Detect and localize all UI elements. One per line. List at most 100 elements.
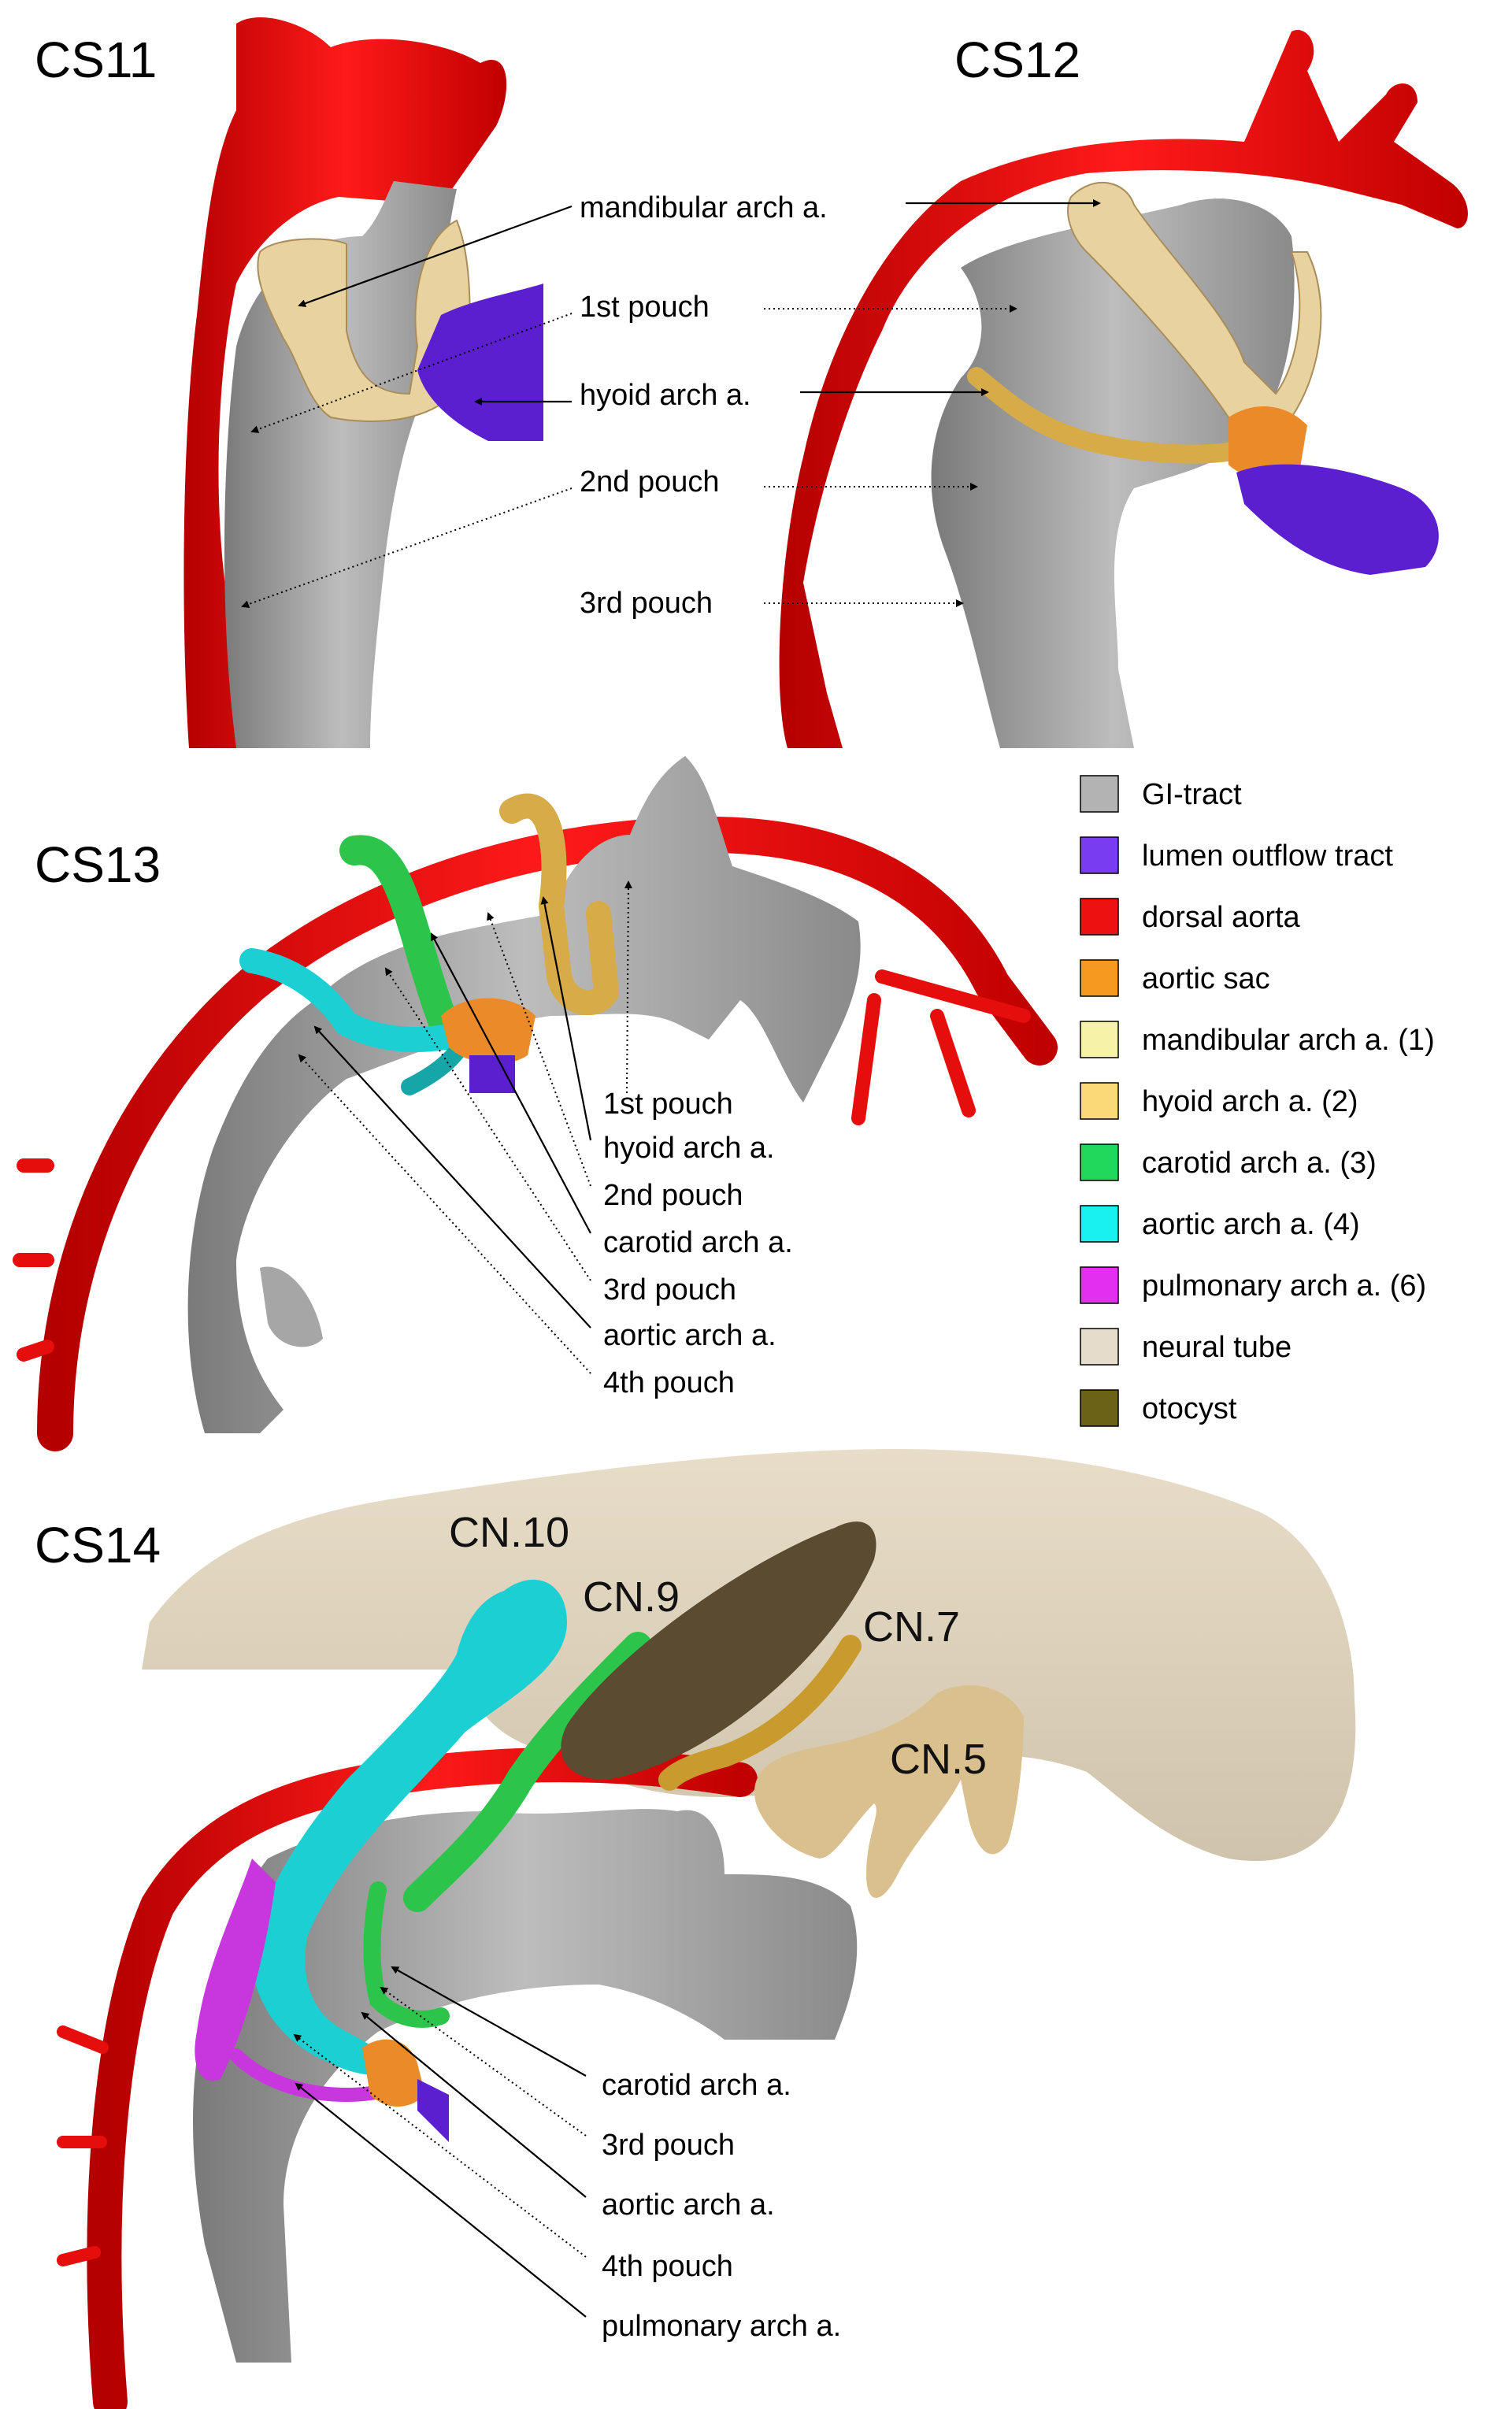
outflow-tract-shape: [1236, 464, 1439, 575]
aorta-branches: [13, 969, 1031, 1362]
panel-cs11: CS11 mandibular arch a. 1st pouch hyoid …: [35, 17, 828, 748]
legend-item: aortic arch a. (4): [1080, 1205, 1360, 1243]
outflow-tract-shape: [417, 2079, 449, 2142]
label-cn10: CN.10: [449, 1509, 569, 1556]
label-carotid-arch: carotid arch a.: [603, 1226, 793, 1259]
label-2nd-pouch: 2nd pouch: [580, 465, 720, 498]
legend-swatch: [1080, 1266, 1119, 1304]
pointer-2nd-pouch: [241, 487, 573, 609]
pointer-mandibular: [298, 205, 573, 307]
legend-swatch: [1080, 959, 1119, 997]
gi-tract-shape: [187, 756, 861, 1433]
legend-swatch: [1080, 1143, 1119, 1181]
legend-label: carotid arch a. (3): [1142, 1147, 1377, 1180]
legend-swatch: [1080, 1389, 1119, 1427]
pointer-pulmonary-cs14: [295, 2082, 587, 2318]
label-1st-pouch: 1st pouch: [603, 1088, 733, 1121]
panel-cs12: CS12: [764, 30, 1468, 749]
carotid-arch-shape: [363, 1881, 450, 2028]
legend-item: GI-tract: [1080, 775, 1242, 813]
panel-title: CS14: [35, 1517, 161, 1573]
gi-tract-shape: [193, 1809, 858, 2363]
cn7-shape: [658, 1635, 862, 1791]
label-1st-pouch: 1st pouch: [580, 291, 710, 324]
aortic-sac-shape: [362, 2039, 425, 2107]
label-hyoid-arch: hyoid arch a.: [580, 379, 751, 412]
legend-label: hyoid arch a. (2): [1142, 1085, 1358, 1118]
cn10-aortic-arch-shape: [252, 1579, 567, 2075]
label-pulmonary-arch: pulmonary arch a.: [602, 2310, 841, 2343]
legend-item: otocyst: [1080, 1389, 1237, 1427]
pointer-1st-pouch-cs13: [624, 880, 632, 1094]
label-carotid-arch: carotid arch a.: [602, 2069, 791, 2102]
legend-item: mandibular arch a. (1): [1080, 1021, 1435, 1058]
pointer-aortic-cs14: [361, 2011, 587, 2198]
legend-label: GI-tract: [1142, 778, 1242, 811]
legend-item: aortic sac: [1080, 959, 1270, 997]
label-3rd-pouch: 3rd pouch: [603, 1273, 736, 1306]
label-aortic-arch: aortic arch a.: [603, 1319, 776, 1352]
aortic-sac-shape: [441, 998, 536, 1064]
legend-swatch: [1080, 898, 1119, 936]
legend: GI-tract lumen outflow tract dorsal aorta a…: [1080, 775, 1435, 1427]
pointer-4th-pouch-cs13: [298, 1054, 591, 1374]
pulmonary-arch-shape: [195, 1859, 276, 2081]
panel-title: CS11: [35, 32, 157, 88]
label-3rd-pouch: 3rd pouch: [602, 2129, 735, 2162]
pointer-carotid-cs14: [391, 1966, 587, 2077]
legend-item: pulmonary arch a. (6): [1080, 1266, 1426, 1304]
legend-swatch: [1080, 1082, 1119, 1120]
gi-bud: [260, 1266, 323, 1347]
label-2nd-pouch: 2nd pouch: [603, 1179, 743, 1212]
pointer-4th-pouch-cs14: [293, 2033, 587, 2258]
label-mandibular-arch: mandibular arch a.: [580, 191, 828, 224]
pointer-3rd-pouch-cs13: [384, 967, 591, 1281]
legend-swatch: [1080, 1328, 1119, 1366]
aorta-branches: [57, 2025, 109, 2266]
legend-item: hyoid arch a. (2): [1080, 1082, 1358, 1120]
label-hyoid-arch: hyoid arch a.: [603, 1132, 775, 1165]
cn9-carotid-shape: [403, 1632, 652, 1912]
label-cn9: CN.9: [583, 1573, 680, 1621]
legend-label: aortic arch a. (4): [1142, 1208, 1360, 1241]
legend-item: carotid arch a. (3): [1080, 1143, 1377, 1181]
aortic-arch-shape: [239, 948, 485, 1052]
dorsal-aorta-shape: [37, 816, 1058, 1451]
label-3rd-pouch: 3rd pouch: [580, 587, 713, 620]
panel-cs13: CS13 1st pouch hyoid arch a. 2nd pouch c…: [13, 756, 1058, 1451]
legend-label: aortic sac: [1142, 962, 1270, 995]
legend-label: lumen outflow tract: [1142, 839, 1393, 873]
label-4th-pouch: 4th pouch: [602, 2250, 733, 2283]
mandibular-arch-shape: [257, 219, 471, 422]
pointer-2nd-pouch-cs13: [487, 912, 591, 1187]
label-cn7: CN.7: [863, 1603, 960, 1651]
otocyst-shape: [561, 1521, 876, 1780]
aortic-sac-shape: [1228, 406, 1307, 478]
legend-label: dorsal aorta: [1142, 901, 1301, 934]
dorsal-aorta-shape: [779, 30, 1468, 749]
pointer-aortic-cs13: [313, 1025, 591, 1329]
legend-swatch: [1080, 775, 1119, 813]
legend-label: neural tube: [1142, 1331, 1292, 1364]
cn5-shape: [754, 1685, 1024, 1898]
pointer-1st-pouch: [250, 313, 573, 433]
panel-title: CS12: [954, 32, 1080, 88]
label-aortic-arch: aortic arch a.: [602, 2188, 775, 2222]
label-4th-pouch: 4th pouch: [603, 1366, 735, 1399]
hyoid-arch-shape: [967, 367, 1254, 464]
outflow-tract-shape: [469, 1055, 515, 1093]
label-cn5: CN.5: [890, 1736, 987, 1783]
mandibular-arch-shape: [1067, 182, 1322, 436]
pointer-hyoid-cs13: [540, 896, 592, 1141]
legend-item: neural tube: [1080, 1328, 1292, 1366]
hyoid-arch-shape: [499, 793, 620, 1015]
legend-label: pulmonary arch a. (6): [1142, 1269, 1426, 1303]
legend-item: dorsal aorta: [1080, 898, 1301, 936]
legend-swatch: [1080, 1021, 1119, 1058]
legend-swatch: [1080, 1205, 1119, 1243]
legend-label: otocyst: [1142, 1392, 1237, 1425]
panel-title: CS13: [35, 836, 161, 893]
legend-item: lumen outflow tract: [1080, 836, 1393, 874]
legend-label: mandibular arch a. (1): [1142, 1024, 1435, 1057]
